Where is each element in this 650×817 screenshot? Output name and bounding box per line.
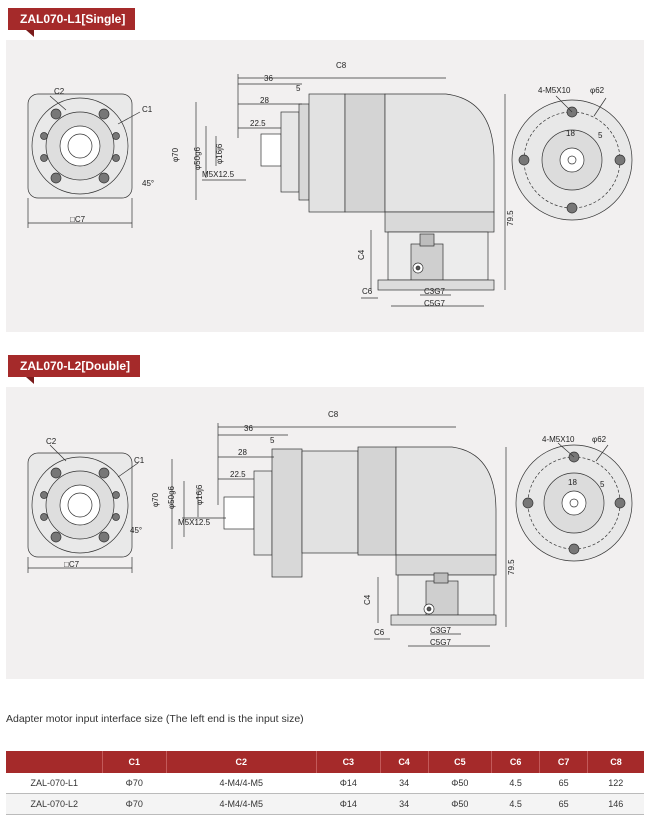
cell-c7: 65 <box>539 793 588 815</box>
dim-c4: C4 <box>357 249 366 260</box>
dim-28: 28 <box>238 448 247 457</box>
col-c8: C8 <box>587 751 644 773</box>
dim-36: 36 <box>244 424 253 433</box>
dim-phi50: φ50g6 <box>193 146 202 170</box>
cell-model: ZAL-070-L2 <box>6 793 103 815</box>
cell-c2: 4-M4/4-M5 <box>166 773 317 794</box>
dim-28: 28 <box>260 96 269 105</box>
dim-4-m5x10: 4-M5X10 <box>542 435 575 444</box>
dim-c1: C1 <box>134 456 145 465</box>
col-c1: C1 <box>102 751 167 773</box>
dim-phi62: φ62 <box>590 86 605 95</box>
col-c7: C7 <box>539 751 589 773</box>
col-c4: C4 <box>380 751 429 773</box>
side-view <box>260 93 495 291</box>
cell-c2: 4-M4/4-M5 <box>166 793 317 815</box>
dim-5: 5 <box>270 436 275 445</box>
col-c5: C5 <box>428 751 493 773</box>
cell-model: ZAL-070-L1 <box>6 773 103 794</box>
drawing-panel-double: C2 C1 □C7 45° C8 36 5 28 22.5 φ70 φ50g6 … <box>6 387 644 679</box>
dim-36: 36 <box>264 74 273 83</box>
dim-c4: C4 <box>363 594 372 605</box>
spec-table: C1 C2 C3 C4 C5 C6 C7 C8 ZAL-070-L1 Φ70 4… <box>6 751 644 815</box>
dim-r5: 5 <box>600 480 605 489</box>
dim-phi70: φ70 <box>151 492 160 507</box>
cell-c7: 65 <box>539 773 588 794</box>
section-title-double: ZAL070-L2[Double] <box>8 355 141 384</box>
dim-phi70: φ70 <box>171 147 180 162</box>
dim-c8: C8 <box>336 61 347 70</box>
dim-c3: C3G7 <box>430 626 451 635</box>
input-flange-view <box>27 93 141 228</box>
cell-c6: 4.5 <box>491 793 540 815</box>
dim-c5: C5G7 <box>430 638 451 647</box>
table-row: ZAL-070-L1 Φ70 4-M4/4-M5 Φ14 34 Φ50 4.5 … <box>6 773 644 794</box>
drawing-double: C2 C1 □C7 45° C8 36 5 28 22.5 φ70 φ50g6 … <box>27 410 633 647</box>
section-title-single: ZAL070-L1[Single] <box>8 8 136 37</box>
table-row: ZAL-070-L2 Φ70 4-M4/4-M5 Φ14 34 Φ50 4.5 … <box>6 793 644 815</box>
output-flange-view <box>511 95 633 221</box>
output-flange-view <box>515 442 633 562</box>
cell-c1: Φ70 <box>102 793 167 815</box>
dim-c2: C2 <box>54 87 65 96</box>
cell-c5: Φ50 <box>428 773 492 794</box>
dim-phi62: φ62 <box>592 435 607 444</box>
interface-description: Adapter motor input interface size (The … <box>6 713 304 725</box>
dim-c5: C5G7 <box>424 299 445 308</box>
col-model <box>6 751 103 773</box>
cell-c3: Φ14 <box>316 773 381 794</box>
dim-c1: C1 <box>142 105 153 114</box>
spec-table-header: C1 C2 C3 C4 C5 C6 C7 C8 <box>6 751 644 773</box>
dim-c8: C8 <box>328 410 339 419</box>
drawing-single: C2 C1 □C7 45° C8 36 5 28 22.5 φ70 φ50g6 … <box>27 61 633 308</box>
col-c2: C2 <box>166 751 318 773</box>
dim-18: 18 <box>568 478 577 487</box>
cell-c8: 122 <box>587 773 644 794</box>
dim-c6: C6 <box>374 628 385 637</box>
dim-m5: M5X12.5 <box>202 170 235 179</box>
dim-m5: M5X12.5 <box>178 518 211 527</box>
drawing-panel-single: C2 C1 □C7 45° C8 36 5 28 22.5 φ70 φ50g6 … <box>6 40 644 332</box>
dim-c7: □C7 <box>64 560 80 569</box>
dim-c2: C2 <box>46 437 57 446</box>
col-c6: C6 <box>491 751 541 773</box>
dim-22-5: 22.5 <box>250 119 266 128</box>
cell-c4: 34 <box>380 773 429 794</box>
dim-phi16: φ16j6 <box>215 143 224 164</box>
input-flange-view <box>27 444 139 573</box>
dim-22-5: 22.5 <box>230 470 246 479</box>
dim-phi50: φ50g6 <box>167 485 176 509</box>
dim-phi16: φ16j6 <box>195 484 204 505</box>
cell-c1: Φ70 <box>102 773 167 794</box>
cell-c3: Φ14 <box>316 793 381 815</box>
col-c3: C3 <box>316 751 381 773</box>
dim-79-5: 79.5 <box>507 559 516 575</box>
dim-79-5: 79.5 <box>506 210 515 226</box>
cell-c8: 146 <box>587 793 644 815</box>
dim-angle: 45° <box>130 526 142 535</box>
dim-c7: □C7 <box>70 215 86 224</box>
dim-c3: C3G7 <box>424 287 445 296</box>
dim-angle: 45° <box>142 179 154 188</box>
cell-c5: Φ50 <box>428 793 492 815</box>
side-view <box>223 446 497 626</box>
cell-c4: 34 <box>380 793 429 815</box>
dim-r5: 5 <box>598 131 603 140</box>
dim-18: 18 <box>566 129 575 138</box>
dim-c6: C6 <box>362 287 373 296</box>
dim-5: 5 <box>296 84 301 93</box>
dim-4-m5x10: 4-M5X10 <box>538 86 571 95</box>
cell-c6: 4.5 <box>491 773 540 794</box>
